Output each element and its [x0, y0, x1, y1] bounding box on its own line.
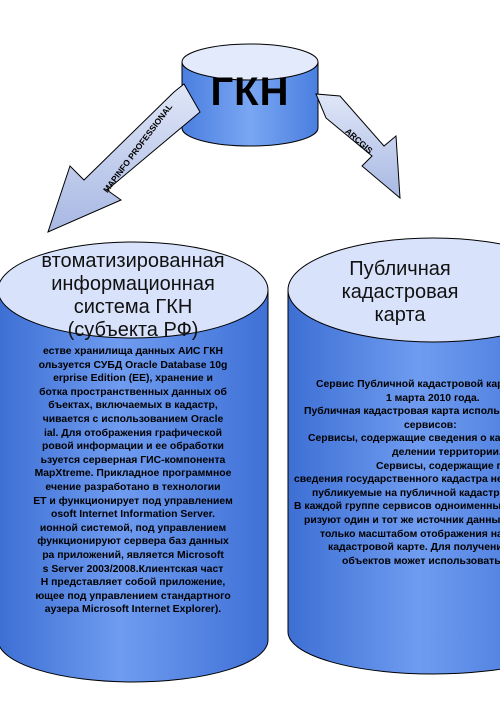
left-cylinder-description: естве хранилища данных АИС ГКН ользуется…	[0, 345, 266, 617]
left-desc-line: MapXtreme. Прикладное программное	[34, 468, 232, 480]
right-desc-line: делении территории.	[392, 446, 500, 458]
right-desc-line: ризуют один и тот же источник данных и о	[304, 514, 500, 526]
left-desc-line: естве хранилища данных АИС ГКН	[42, 346, 224, 357]
left-cylinder-title: втоматизированная информационная система…	[0, 250, 266, 342]
right-cylinder	[287, 237, 500, 675]
left-desc-line: аузера Microsoft Internet Explorer).	[44, 604, 222, 616]
right-desc-line: кадастровой карте. Для получения атр	[328, 542, 500, 554]
left-desc-line: ющее под управлением стандартного	[35, 590, 231, 602]
right-cylinder-title: Публичная кадастровая карта	[300, 258, 500, 327]
right-desc-line: сведения государственного кадастра недв	[294, 474, 500, 486]
right-desc-line: Сервисы, содержащие сведения о када	[308, 433, 500, 445]
left-arrow: MAPINFO PROFESSIONAL	[47, 83, 201, 233]
left-desc-line: ial. Для отображения графической	[43, 427, 222, 439]
left-desc-line: ьзуется серверная ГИС-компонента	[40, 454, 226, 466]
left-desc-line: erprise Edition (EE), хранение и	[53, 373, 213, 385]
left-desc-line: бъектах, включаемых в кадастр,	[48, 400, 218, 412]
left-title-line: втоматизированная	[41, 250, 225, 272]
left-desc-line: ользуется СУБД Oracle Database 10g	[38, 359, 228, 371]
right-desc-line: объектов может использоваться любо	[342, 555, 500, 567]
left-desc-line: osoft Internet Information Server.	[51, 509, 215, 521]
top-node-cylinder	[181, 43, 319, 147]
left-desc-line: ионной системой, под управлением	[39, 522, 227, 534]
left-title-line: (субъекта РФ)	[67, 319, 199, 341]
right-desc-line: публикуемые на публичной кадастров	[312, 487, 500, 499]
left-desc-line: функционируют сервера баз данных	[37, 536, 229, 548]
right-desc-line: сервисов:	[404, 419, 457, 431]
left-desc-line: Н представляет собой приложение,	[40, 577, 226, 589]
left-title-line: информационная	[51, 273, 215, 295]
right-arrow: ARCGIS	[315, 93, 401, 200]
right-desc-line: Публичная кадастровая карта использует	[304, 406, 500, 418]
left-arrow-label: MAPINFO PROFESSIONAL	[101, 102, 174, 195]
right-title-line: кадастровая	[341, 281, 459, 303]
left-desc-line: ечение разработано в технологии	[45, 481, 221, 493]
left-cylinder	[0, 241, 269, 683]
right-title-line: карта	[374, 304, 426, 326]
left-desc-line: ровой информации и ее обработки	[42, 441, 224, 453]
left-title-line: система ГКН	[73, 296, 193, 318]
right-desc-line: Сервисы, содержащие прочие	[376, 460, 500, 472]
left-desc-line: ET и функционирует под управлением	[33, 495, 233, 507]
left-desc-line: чивается с использованием Oracle	[42, 413, 224, 425]
right-desc-line: В каждой группе сервисов одноименные сл	[294, 501, 500, 513]
right-desc-line: только масштабом отображения на пуб	[320, 528, 500, 540]
right-desc-line: Сервис Публичной кадастровой карты	[316, 379, 500, 390]
right-cylinder-description: Сервис Публичной кадастровой карты 1 мар…	[286, 378, 500, 568]
left-desc-line: ботка пространственных данных об	[39, 386, 227, 398]
right-title-line: Публичная	[349, 258, 451, 280]
top-node-label: ГКН	[210, 70, 290, 114]
left-desc-line: s Server 2003/2008.Клиентская част	[42, 563, 224, 575]
right-desc-line: 1 марта 2010 года.	[386, 392, 480, 404]
left-desc-line: ра приложений, является Microsoft	[42, 549, 224, 561]
